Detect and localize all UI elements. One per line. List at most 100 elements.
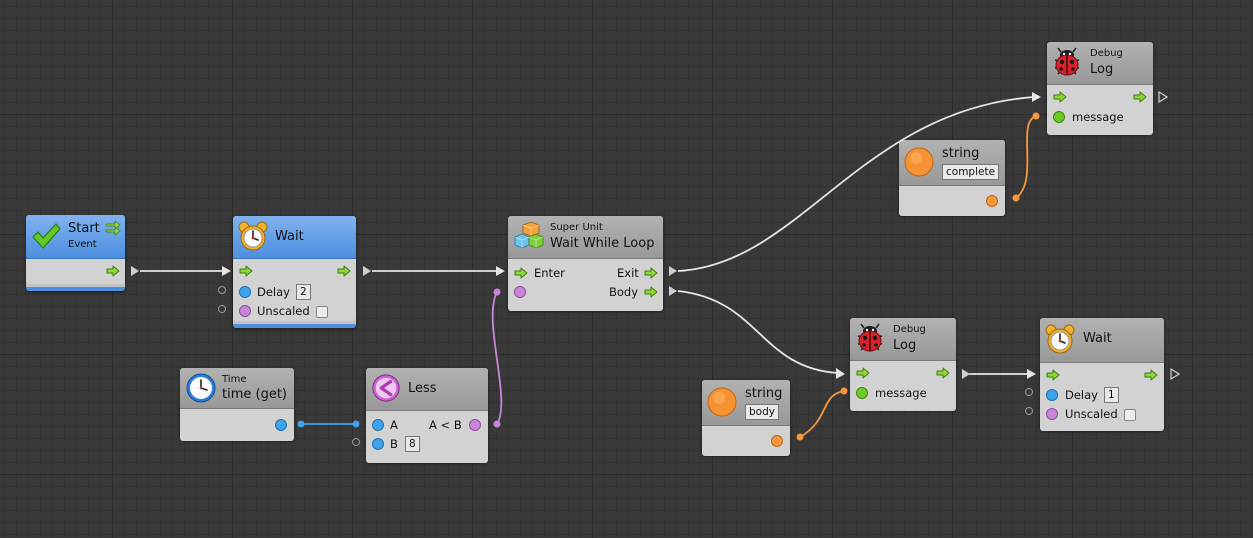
wait2-unscaled-port[interactable] [1046,408,1058,420]
less-than-icon [372,374,400,402]
less-b-input-ring[interactable] [352,438,360,446]
superunit-enter-arrow-icon[interactable] [514,267,528,279]
debug1-message-row: message [1053,108,1149,126]
wait1-delay-port[interactable] [239,286,251,298]
wait2-unscaled-input-ring[interactable] [1025,407,1033,415]
cubes-icon [514,221,544,249]
debug-log-node-1[interactable]: Debug Log message [1047,42,1153,135]
superunit-enter-label: Enter [534,266,565,280]
event-arrows-icon [105,221,121,235]
wait1-title: Wait [275,229,304,244]
super-unit-node[interactable]: Super Unit Wait While Loop Enter Exit Bo… [508,216,663,311]
debug1-flow-out-arrow-icon[interactable] [1133,91,1147,103]
wait2-unscaled-label: Unscaled [1065,407,1118,421]
debug1-message-label: message [1072,110,1124,124]
less-b-row: B 8 [372,435,484,453]
superunit-bool-input-port[interactable] [514,286,526,298]
superunit-title: Wait While Loop [550,236,655,251]
string1-value-field[interactable]: complete [942,164,1000,180]
less-b-port[interactable] [372,438,384,450]
less-b-field[interactable]: 8 [405,436,420,452]
wait-node-1[interactable]: Wait Delay 2 Unscaled [233,216,356,328]
start-flow-out-triangle[interactable] [131,266,139,276]
wait2-unscaled-checkbox[interactable] [1124,409,1136,421]
wait2-delay-input-ring[interactable] [1025,388,1033,396]
wait1-delay-label: Delay [257,285,290,299]
time-title: time (get) [222,387,287,402]
wire-less-to-superunit [491,291,503,425]
wire-string2-to-debug2 [799,390,845,438]
wait2-unscaled-row: Unscaled [1046,405,1160,423]
wait2-flow-in-arrow-icon[interactable] [1046,369,1060,381]
time-get-node[interactable]: Time time (get) [180,368,294,441]
wait1-delay-row: Delay 2 [239,283,351,301]
wire-string1-to-debug1 [1015,115,1038,199]
superunit-exit-arrow-icon[interactable] [644,267,658,279]
time-output-port[interactable] [275,419,287,431]
wait2-delay-row: Delay 1 [1046,386,1160,404]
wait1-unscaled-port[interactable] [239,305,251,317]
checkmark-icon [32,223,61,249]
debug1-flow-in-arrow-icon[interactable] [1053,91,1067,103]
wire-body-to-debug2 [677,290,839,374]
less-title: Less [408,381,437,396]
string-node-body[interactable]: string body [702,380,790,456]
debug-log-node-2[interactable]: Debug Log message [850,318,956,411]
wait1-unscaled-label: Unscaled [257,304,310,318]
wait2-delay-label: Delay [1065,388,1098,402]
debug1-title: Log [1090,62,1114,77]
debug2-message-port[interactable] [856,387,868,399]
less-node[interactable]: Less A A < B B 8 [366,368,488,463]
start-node-title: Start [68,221,100,236]
string2-value-field[interactable]: body [745,404,779,420]
debug2-subtitle: Debug [893,324,926,335]
alarm-clock-icon [1044,323,1076,355]
body-flow-out-triangle[interactable] [669,286,677,296]
string1-output-port[interactable] [986,195,998,207]
wait1-unscaled-checkbox[interactable] [316,306,328,318]
string1-title: string [942,146,980,161]
debug2-flow-in-arrow-icon[interactable] [856,367,870,379]
string2-output-port[interactable] [771,435,783,447]
wait1-delay-input-ring[interactable] [218,286,226,294]
wait1-unscaled-input-ring[interactable] [218,305,226,313]
start-node-subtitle: Event [68,239,97,250]
debug1-subtitle: Debug [1090,48,1123,59]
wait2-delay-port[interactable] [1046,389,1058,401]
ladybug-icon [1051,46,1083,78]
exit-flow-out-triangle[interactable] [669,266,677,276]
start-flow-out-arrow-icon[interactable] [106,265,120,277]
clock-icon [185,372,217,404]
less-b-label: B [390,437,398,451]
wait1-flow-out-triangle[interactable] [363,266,371,276]
wait2-title: Wait [1083,331,1112,346]
superunit-subtitle: Super Unit [550,222,603,233]
debug2-message-row: message [856,384,952,402]
time-subtitle: Time [222,374,247,385]
debug2-flow-out-triangle[interactable] [962,369,970,379]
wait1-flow-in-arrow-icon[interactable] [239,265,253,277]
less-output-port[interactable] [469,419,481,431]
less-a-label: A [390,418,398,432]
wait1-flow-out-arrow-icon[interactable] [337,265,351,277]
wait1-unscaled-row: Unscaled [239,302,351,320]
less-a-port[interactable] [372,419,384,431]
wait2-flow-out-arrow-icon[interactable] [1144,369,1158,381]
wait1-delay-field[interactable]: 2 [296,284,311,300]
superunit-body-row: Body [514,283,660,301]
superunit-enter-exit-row: Enter Exit [514,264,660,282]
superunit-exit-label: Exit [617,266,639,280]
debug1-message-port[interactable] [1053,111,1065,123]
debug1-flow-out-hollow-triangle[interactable] [1158,91,1168,103]
debug2-flow-out-arrow-icon[interactable] [936,367,950,379]
ladybug-icon [854,322,886,354]
debug2-message-label: message [875,386,927,400]
superunit-body-arrow-icon[interactable] [644,286,658,298]
string-node-complete[interactable]: string complete [899,140,1005,216]
alarm-clock-icon [237,220,269,252]
string2-title: string [745,386,783,401]
wait-node-2[interactable]: Wait Delay 1 Unscaled [1040,318,1164,431]
wait2-flow-out-hollow-triangle[interactable] [1170,368,1180,380]
wait2-delay-field[interactable]: 1 [1104,387,1119,403]
start-event-node[interactable]: Start Event [26,215,125,291]
